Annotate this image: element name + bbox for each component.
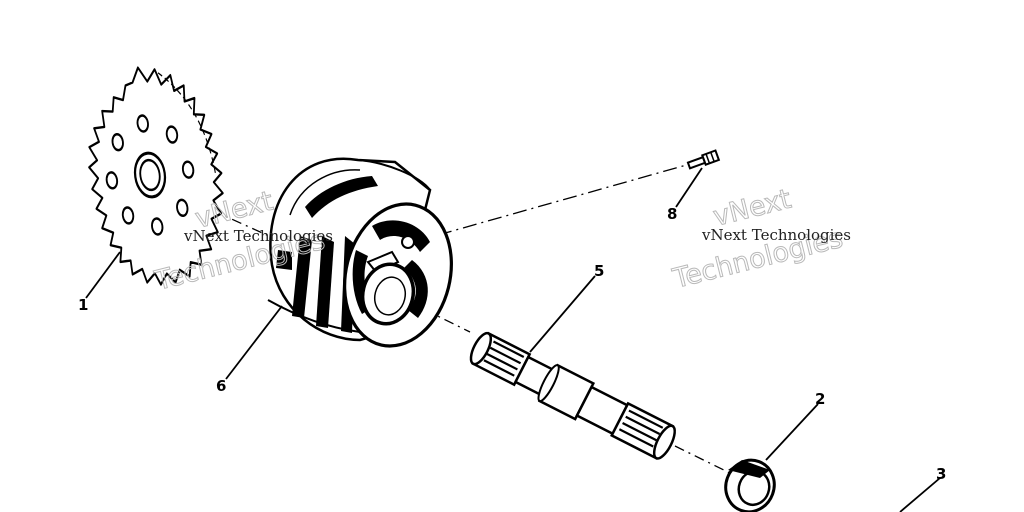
callout-8: 8 xyxy=(667,205,677,223)
sprocket-bolt-holes xyxy=(105,114,195,236)
sprocket-hidden-edge xyxy=(157,72,217,176)
shaft-splines-right xyxy=(618,409,664,448)
splined-shaft-part xyxy=(469,331,676,460)
watermark-right: vNext Technologies vNext Technologies xyxy=(669,183,851,295)
callout-3: 3 xyxy=(936,465,946,483)
bearing-ring-part xyxy=(724,458,776,512)
svg-text:vNext Technologies: vNext Technologies xyxy=(701,226,851,244)
cylinder-block-part xyxy=(267,157,453,348)
callout-1: 1 xyxy=(78,296,88,314)
svg-text:vNext Technologies: vNext Technologies xyxy=(183,227,333,245)
pin-part xyxy=(686,149,721,170)
callout-2: 2 xyxy=(815,390,825,408)
callout-5: 5 xyxy=(594,262,604,280)
leader-lines xyxy=(85,167,941,512)
callout-6: 6 xyxy=(216,377,226,395)
sprocket-part xyxy=(88,66,224,286)
shaft-splines-left xyxy=(483,340,525,377)
